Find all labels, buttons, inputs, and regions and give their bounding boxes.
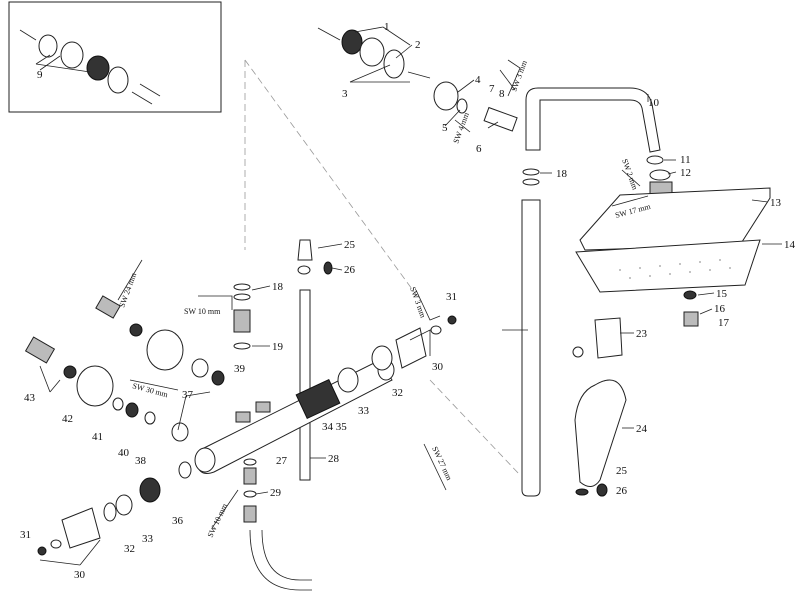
part-label: 3 — [342, 88, 348, 100]
part-label: 27 — [276, 455, 288, 467]
dashed-guides — [244, 59, 521, 476]
part-label: 34 35 — [322, 421, 347, 433]
part-label: 2 — [415, 39, 421, 51]
part-label: 30 — [432, 361, 444, 373]
part-label: 29 — [270, 487, 282, 499]
part-label: 43 — [24, 392, 36, 404]
hand-shower-group — [249, 239, 627, 591]
tool-label: SW 10 mm — [206, 501, 230, 538]
riser-pipe — [521, 87, 661, 497]
part-label: 41 — [92, 431, 103, 443]
part-label: 23 — [636, 328, 648, 340]
part-label: 40 — [118, 447, 130, 459]
part-label: 38 — [135, 455, 147, 467]
part-label: 6 — [476, 143, 482, 155]
part-label: 15 — [716, 288, 728, 300]
part-label: 28 — [328, 453, 340, 465]
part-label: 4 — [475, 74, 481, 86]
part-label: 5 — [442, 122, 448, 134]
tool-label: SW 2 mm — [620, 158, 640, 192]
inset-frame — [8, 1, 222, 113]
part-label: 25 — [616, 465, 628, 477]
part-label: 11 — [680, 154, 691, 166]
part-label: 42 — [62, 413, 73, 425]
tool-label: SW 3 mm — [509, 59, 529, 93]
part-label: 31 — [20, 529, 31, 541]
part-label: 31 — [446, 291, 457, 303]
part-number-labels: 1 2 3 4 5 6 7 8 9 10 11 12 13 14 15 16 1… — [20, 21, 796, 581]
leader-lines — [35, 26, 782, 566]
part-label: 39 — [234, 363, 246, 375]
part-label: 24 — [636, 423, 648, 435]
tool-label: SW 3 mm — [408, 286, 428, 320]
part-label: 17 — [718, 317, 730, 329]
part-label: 32 — [392, 387, 403, 399]
connection-parts-left — [24, 295, 225, 479]
tool-label: SW 24 mm — [117, 271, 138, 309]
part-label: 9 — [37, 69, 43, 81]
hose-connection-parts — [233, 283, 257, 523]
part-label: 13 — [770, 197, 782, 209]
part-label: 36 — [172, 515, 184, 527]
part-label: 19 — [272, 341, 284, 353]
cartridge-parts — [37, 315, 457, 556]
part-label: 33 — [358, 405, 370, 417]
part-label: 26 — [344, 264, 356, 276]
part-label: 32 — [124, 543, 135, 555]
part-label: 26 — [616, 485, 628, 497]
tool-label: SW 10 mm — [184, 307, 221, 316]
wall-bracket-parts — [317, 27, 518, 132]
part-label: 33 — [142, 533, 154, 545]
part-label: 25 — [344, 239, 356, 251]
part-label: 14 — [784, 239, 796, 251]
part-label: 7 — [489, 83, 495, 95]
part-label: 18 — [272, 281, 284, 293]
part-label: 12 — [680, 167, 691, 179]
part-label: 10 — [648, 97, 660, 109]
part-label: 8 — [499, 88, 505, 100]
part-label: 18 — [556, 168, 568, 180]
part-label: 1 — [384, 21, 390, 33]
part-label: 37 — [182, 389, 194, 401]
overhead-shower — [575, 155, 771, 327]
part-label: 16 — [714, 303, 726, 315]
wrench-tools — [117, 59, 649, 529]
part-label: 30 — [74, 569, 86, 581]
inset-parts — [19, 29, 161, 105]
